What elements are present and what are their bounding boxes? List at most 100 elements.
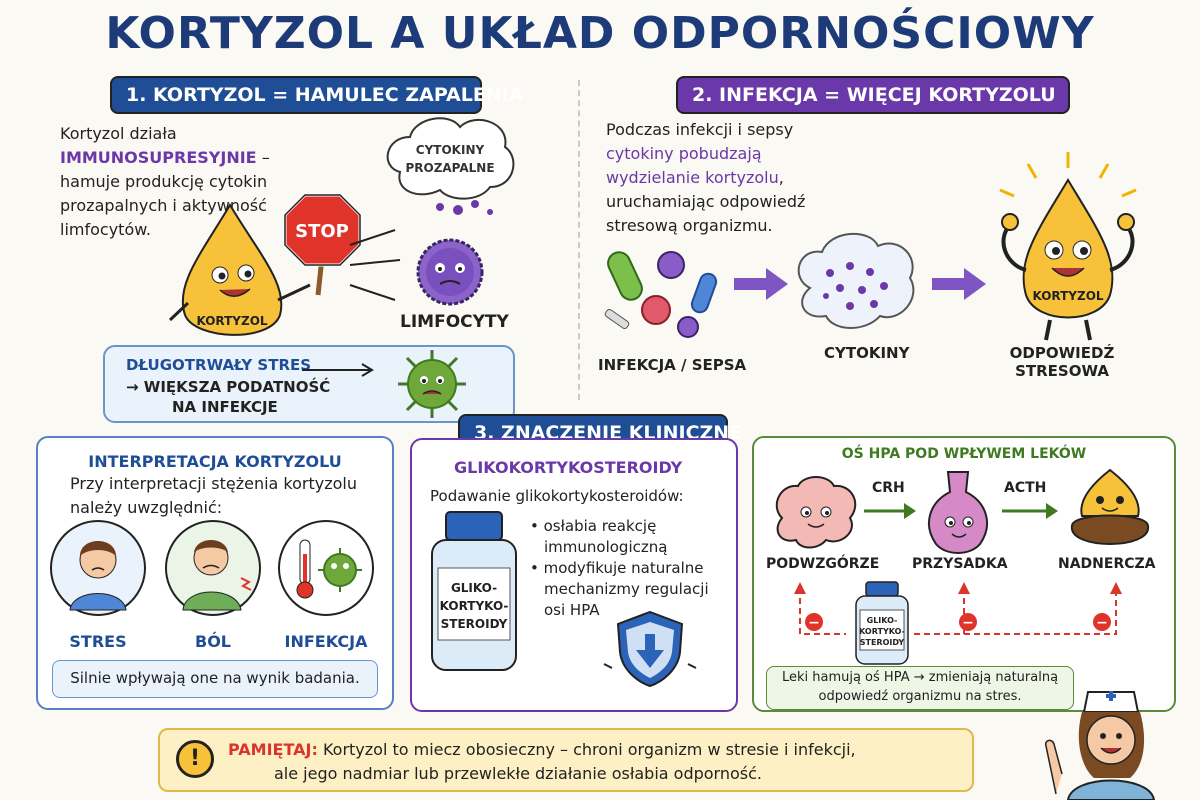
hpa-organ-pituitary: PRZYSADKA (912, 556, 1008, 572)
gluco-intro: Podawanie glikokortykosteroidów: (430, 487, 684, 505)
cytokine-cloud-2 (797, 233, 915, 329)
mascot2-label: KORTYZOL (1032, 289, 1103, 303)
hpa-footer-box (766, 666, 1074, 710)
remember-box (158, 728, 974, 792)
nurse-illustration (1044, 691, 1156, 800)
hpa-title: OŚ HPA POD WPŁYWEM LEKÓW (841, 446, 1087, 462)
hpa-footer: Leki hamują oś HPA → zmieniają naturalną… (768, 668, 1072, 706)
interp-title: INTERPRETACJA KORTYZOLU (88, 452, 342, 471)
motion-lines (349, 229, 401, 301)
virus-icon (398, 350, 466, 418)
remember-label: PAMIĘTAJ: (228, 740, 318, 759)
hpa-footer-l2: odpowiedź organizmu na stres. (818, 689, 1022, 704)
minus-2: − (962, 615, 974, 631)
label-response: ODPOWIEDŹ STRESOWA (1000, 344, 1124, 380)
feedback-inhibition-lines: − − − (794, 582, 1122, 635)
gluco-title: GLIKOKORTYKOSTEROIDY (454, 458, 683, 477)
interp-footer: Silnie wpływają one na wynik badania. (52, 660, 378, 698)
interp-item-pain: BÓL (195, 632, 231, 651)
lymphocyte-label: LIMFOCYTY (400, 312, 509, 332)
section-divider (578, 80, 580, 400)
arrow-right-icon (302, 363, 374, 377)
purple-arrow-2 (932, 268, 986, 300)
exclamation-icon: ! (176, 740, 214, 778)
hpa-crh: CRH (872, 480, 905, 496)
mascot1-label: KORTYZOL (196, 314, 267, 328)
section1-header: 1. KORTYZOL = HAMULEC ZAPALENIA (110, 76, 523, 114)
s1-line1: Kortyzol działa (60, 124, 177, 143)
s1-dash: – (261, 148, 270, 167)
hpa-bottle-l1: GLIKO- (867, 616, 898, 625)
green-arrow-crh (864, 503, 916, 519)
section2-header: 2. INFEKCJA = WIĘCEJ KORTYZOLU (676, 76, 1070, 114)
s2-comma: , (778, 168, 784, 187)
remember-line1: PAMIĘTAJ: Kortyzol to miecz obosieczny –… (228, 738, 968, 762)
s2-hl1: cytokiny pobudzają (606, 144, 762, 163)
s2-line1: Podczas infekcji i sepsy (606, 120, 794, 139)
bottle-line1: GLIKO- (451, 581, 497, 595)
section1-description: Kortyzol działa IMMUNOSUPRESYJNIE – hamu… (60, 122, 280, 242)
pain-person-icon (165, 520, 261, 616)
interp-line2: należy uwzględnić: (70, 498, 223, 517)
s2-hl2: wydzielanie kortyzolu (606, 168, 779, 187)
gluco-b2-l3: osi HPA (544, 601, 600, 619)
green-arrow-acth (1002, 503, 1058, 519)
bottle-line2: KORTYKO- (440, 599, 509, 613)
hpa-organ-adrenal: NADNERCZA (1058, 556, 1156, 572)
cloud-label-2: PROZAPALNE (405, 161, 494, 175)
interp-line1: Przy interpretacji stężenia kortyzolu (70, 474, 358, 493)
minus-1: − (808, 615, 820, 631)
cloud-label-1: CYTOKINY (416, 143, 485, 157)
gluco-bullets: • osłabia reakcję immunologiczną • modyf… (530, 516, 730, 621)
cytokine-cloud: CYTOKINY PROZAPALNE (386, 117, 515, 215)
stress-title: DŁUGOTRWAŁY STRES (126, 356, 312, 374)
hpa-organ-hypothalamus: PODWZGÓRZE (766, 556, 880, 572)
pituitary-icon (927, 471, 989, 554)
hpa-acth: ACTH (1004, 480, 1047, 496)
stress-person-icon (50, 520, 146, 616)
gluco-b1-l1: osłabia reakcję (543, 517, 657, 535)
purple-arrow-1 (734, 268, 788, 300)
s1-highlight: IMMUNOSUPRESYJNIE (60, 148, 257, 167)
gluco-b1-l2: immunologiczną (544, 538, 668, 556)
gluco-b2-l1: modyfikuje naturalne (543, 559, 704, 577)
stop-sign-text: STOP (295, 221, 349, 242)
remember-line2: ale jego nadmiar lub przewlekłe działani… (274, 764, 762, 783)
remember-line1-text: Kortyzol to miecz obosieczny – chroni or… (322, 740, 856, 759)
label-cytokines: CYTOKINY (824, 344, 910, 362)
page-title: KORTYZOL A UKŁAD ODPORNOŚCIOWY (105, 8, 1095, 59)
s2-line4: stresową organizmu. (606, 216, 773, 235)
hpa-footer-l1: Leki hamują oś HPA → zmieniają naturalną (781, 670, 1059, 685)
kortyzol-mascot-stop: STOP KORTYZOL (168, 193, 362, 336)
interp-text: Przy interpretacji stężenia kortyzolu na… (70, 472, 380, 520)
brain-icon (775, 476, 857, 549)
s1-line2: IMMUNOSUPRESYJNIE – (60, 146, 280, 170)
s2-line-hl2: wydzielanie kortyzolu, (606, 166, 846, 190)
label-response-2: STRESOWA (1015, 362, 1109, 380)
label-infection: INFEKCJA / SEPSA (598, 356, 747, 374)
shield-down-icon (603, 610, 697, 688)
hpa-bottle-l3: STEROIDY (860, 638, 905, 647)
hpa-bottle-icon: GLIKO- KORTYKO- STEROIDY (855, 581, 909, 665)
hpa-bottle-l2: KORTYKO- (859, 627, 905, 636)
s2-line3: uruchamiając odpowiedź (606, 192, 806, 211)
lymphocyte-icon (416, 238, 484, 306)
s1-line5: limfocytów. (60, 220, 151, 239)
stress-line2: NA INFEKCJE (172, 398, 278, 416)
stress-line1: → WIĘKSZA PODATNOŚĆ (126, 378, 331, 396)
bottle-line3: STEROIDY (441, 617, 508, 631)
gluco-bottle-icon: GLIKO- KORTYKO- STEROIDY (431, 511, 517, 671)
gluco-bullet-2: • modyfikuje naturalne (530, 559, 704, 577)
section2-description: Podczas infekcji i sepsy cytokiny pobudz… (606, 118, 846, 238)
interp-item-infection: INFEKCJA (284, 632, 368, 651)
infection-thermometer-icon (278, 520, 374, 616)
s1-line4: prozapalnych i aktywność (60, 196, 267, 215)
bacteria-icon (604, 251, 718, 338)
adrenal-gland-icon (1070, 468, 1150, 545)
remember-text: PAMIĘTAJ: Kortyzol to miecz obosieczny –… (228, 738, 968, 786)
interp-item-stress: STRES (69, 632, 127, 651)
minus-3: − (1096, 615, 1108, 631)
kortyzol-mascot-strong: KORTYZOL (999, 152, 1137, 341)
label-response-1: ODPOWIEDŹ (1009, 344, 1115, 362)
s1-line3: hamuje produkcję cytokin (60, 172, 268, 191)
